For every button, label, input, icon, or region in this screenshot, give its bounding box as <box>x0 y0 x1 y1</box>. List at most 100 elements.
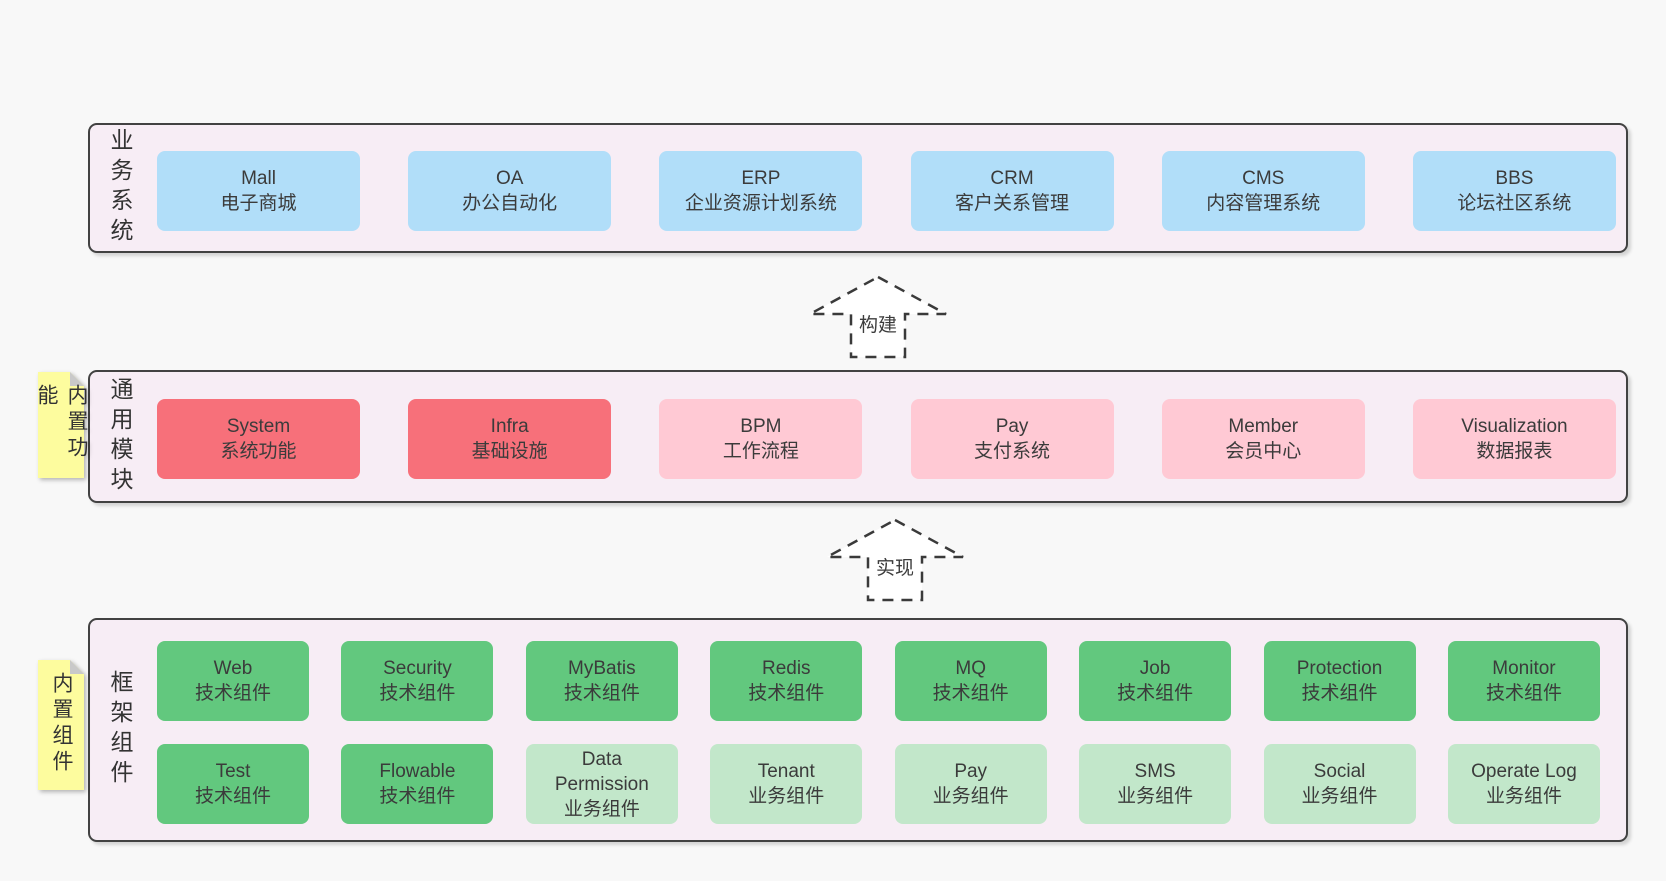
box-title-en: OA <box>495 168 524 189</box>
box-title-en: Data Permission <box>554 748 649 795</box>
box-subtitle-zh: 业务组件 <box>1117 786 1194 807</box>
section-label-text: 框架组件 <box>107 670 133 790</box>
box-subtitle-zh: 业务组件 <box>1485 786 1562 807</box>
box-subtitle-zh: 业务组件 <box>1301 786 1378 807</box>
box-subtitle-zh: 技术组件 <box>1301 683 1378 704</box>
box-title-en: Social <box>1313 761 1366 782</box>
box-title-en: SMS <box>1134 761 1176 782</box>
box-title-en: Flowable <box>379 761 456 782</box>
box-oa: OA 办公自动化 <box>408 151 612 231</box>
section-label: 通用模块 <box>103 372 137 501</box>
box-subtitle-zh: 工作流程 <box>722 441 799 462</box>
box-subtitle-zh: 业务组件 <box>932 786 1009 807</box>
box-row: Mall 电子商城 OA 办公自动化 ERP 企业资源计划系统 CRM 客户关系管理 CMS 内容… <box>157 151 1616 231</box>
box-subtitle-zh: 技术组件 <box>379 786 456 807</box>
box-title-en: Security <box>383 658 452 679</box>
box-title-en: Monitor <box>1492 658 1556 679</box>
box-bbs: BBS 论坛社区系统 <box>1412 151 1616 231</box>
sticky-note-text: 内置功能 <box>35 372 88 478</box>
box-subtitle-zh: 技术组件 <box>932 683 1009 704</box>
sticky-note-body <box>38 372 84 478</box>
box-flowable: Flowable 技术组件 <box>341 744 494 824</box>
box-subtitle-zh: 系统功能 <box>220 441 297 462</box>
box-title-en: Tenant <box>757 761 815 782</box>
box-web: Web 技术组件 <box>157 641 309 721</box>
box-member: Member 会员中心 <box>1161 399 1365 479</box>
arrow-build: 构建 <box>808 275 948 359</box>
box-subtitle-zh: 技术组件 <box>194 683 271 704</box>
box-subtitle-zh: 会员中心 <box>1225 441 1302 462</box>
box-subtitle-zh: 基础设施 <box>471 441 548 462</box>
arrow-implement: 实现 <box>825 518 965 602</box>
box-job: Job 技术组件 <box>1079 641 1232 721</box>
box-subtitle-zh: 数据报表 <box>1476 441 1553 462</box>
sticky-note-builtin-features: 内置功能 <box>35 372 88 478</box>
box-social: Social 业务组件 <box>1263 744 1416 824</box>
box-pay: Pay 支付系统 <box>910 399 1114 479</box>
box-bpm: BPM 工作流程 <box>659 399 863 479</box>
section-label-text: 通用模块 <box>107 376 133 497</box>
box-title-en: Member <box>1228 416 1299 437</box>
box-title-en: Pay <box>995 416 1029 437</box>
box-title-en: Operate Log <box>1471 761 1577 782</box>
section-label-text: 业务系统 <box>107 128 133 248</box>
section-business-systems: 业务系统 Mall 电子商城 OA 办公自动化 ERP 企业资源计划系统 CRM 客户关系管理… <box>88 123 1628 253</box>
box-title-en: ERP <box>741 168 781 189</box>
box-subtitle-zh: 办公自动化 <box>462 193 558 214</box>
sticky-note-label: 内置功能 <box>35 384 88 462</box>
box-erp: ERP 企业资源计划系统 <box>659 151 863 231</box>
box-sms: SMS 业务组件 <box>1079 744 1232 824</box>
box-subtitle-zh: 内容管理系统 <box>1206 193 1321 214</box>
box-title-en: Job <box>1139 658 1171 679</box>
box-subtitle-zh: 技术组件 <box>1485 683 1562 704</box>
box-subtitle-zh: 论坛社区系统 <box>1457 193 1572 214</box>
box-subtitle-zh: 技术组件 <box>194 786 271 807</box>
sticky-note-body <box>38 660 84 790</box>
box-title-en: Visualization <box>1461 416 1568 437</box>
box-subtitle-zh: 客户关系管理 <box>955 193 1070 214</box>
box-protection: Protection 技术组件 <box>1263 641 1416 721</box>
box-subtitle-zh: 企业资源计划系统 <box>684 193 837 214</box>
box-infra: Infra 基础设施 <box>408 399 612 479</box>
box-title-en: BBS <box>1495 168 1534 189</box>
box-crm: CRM 客户关系管理 <box>910 151 1114 231</box>
box-title-en: BPM <box>740 416 782 437</box>
box-test: Test 技术组件 <box>157 744 309 824</box>
box-subtitle-zh: 业务组件 <box>748 786 825 807</box>
box-cms: CMS 内容管理系统 <box>1161 151 1365 231</box>
box-mq: MQ 技术组件 <box>894 641 1047 721</box>
box-subtitle-zh: 电子商城 <box>220 193 297 214</box>
box-title-en: Pay <box>954 761 988 782</box>
section-label: 业务系统 <box>103 125 137 251</box>
box-title-en: CMS <box>1242 168 1285 189</box>
box-subtitle-zh: 技术组件 <box>748 683 825 704</box>
box-title-en: CRM <box>990 168 1034 189</box>
box-title-en: Redis <box>761 658 811 679</box>
box-title-en: MQ <box>955 658 986 679</box>
arrow-label: 构建 <box>854 308 902 339</box>
sticky-note-label: 内置组件 <box>50 672 73 776</box>
box-title-en: Mall <box>241 168 276 189</box>
box-title-en: Test <box>215 761 251 782</box>
box-operate-log: Operate Log 业务组件 <box>1447 744 1600 824</box>
box-redis: Redis 技术组件 <box>710 641 863 721</box>
box-title-en: Protection <box>1296 658 1383 679</box>
box-mall: Mall 电子商城 <box>157 151 360 231</box>
sticky-note-text: 内置组件 <box>38 660 84 790</box>
box-visualization: Visualization 数据报表 <box>1412 399 1616 479</box>
box-title-en: Web <box>213 658 253 679</box>
box-subtitle-zh: 技术组件 <box>1117 683 1194 704</box>
box-subtitle-zh: 支付系统 <box>974 441 1051 462</box>
arrow-label: 实现 <box>871 551 919 582</box>
box-title-en: Infra <box>490 416 529 437</box>
box-tenant: Tenant 业务组件 <box>710 744 863 824</box>
section-label: 框架组件 <box>103 620 137 840</box>
sticky-note-builtin-components: 内置组件 <box>38 660 84 790</box>
box-monitor: Monitor 技术组件 <box>1447 641 1600 721</box>
